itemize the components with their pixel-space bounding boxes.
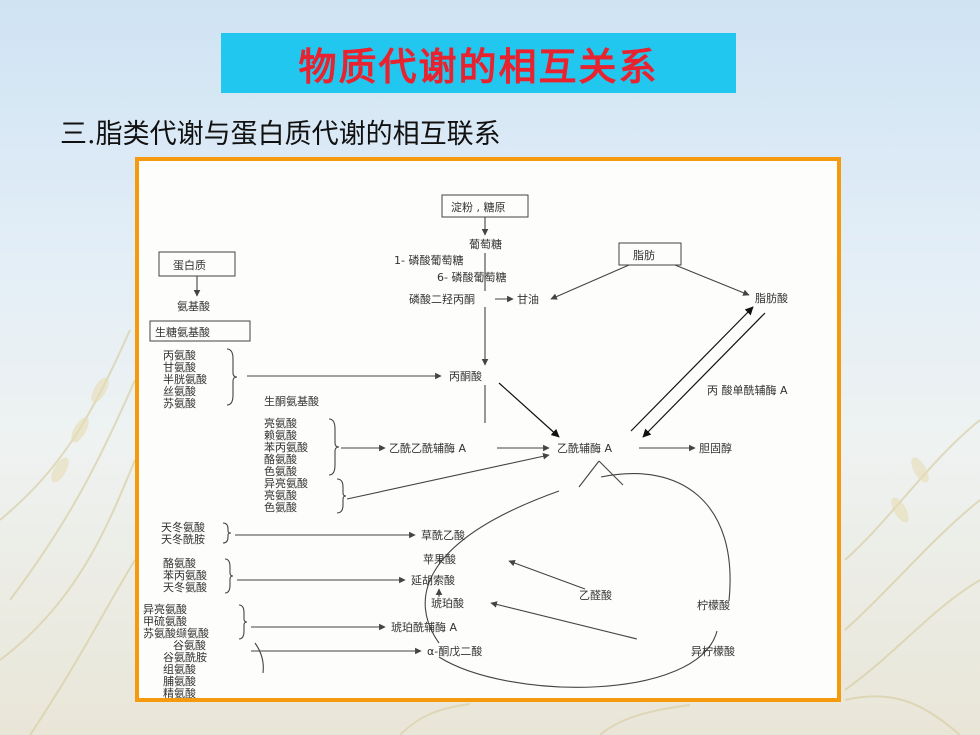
group7-item: 精氨酸 — [163, 686, 196, 698]
starch-label: 淀粉 , 糖原 — [451, 200, 506, 214]
metabolism-diagram: 淀粉 , 糖原 葡萄糖 1- 磷酸葡萄糖 6- 磷酸葡萄糖 磷酸二羟丙酮 甘油 … — [143, 194, 788, 698]
g1p-label: 1- 磷酸葡萄糖 — [394, 253, 463, 267]
group1-item: 丝氨酸 — [163, 384, 196, 398]
group5: 酪氨酸 苯丙氨酸 天冬氨酸 — [163, 556, 234, 594]
slide-subtitle: 三.脂类代谢与蛋白质代谢的相互联系 — [60, 119, 501, 150]
group1-item: 甘氨酸 — [163, 360, 196, 374]
aminoacid-label: 氨基酸 — [177, 299, 210, 313]
ketogenic-label: 生酮氨基酸 — [264, 394, 319, 408]
glucogenic-box — [149, 320, 251, 342]
arrow-fat-fattyacid — [674, 264, 750, 296]
oxaloacetate-label: 草酰乙酸 — [421, 528, 465, 542]
group3-item: 异亮氨酸 — [264, 476, 308, 490]
group7: 谷氨酸 谷氨酰胺 组氨酸 脯氨酸 精氨酸 — [163, 638, 264, 698]
group7-item: 谷氨酰胺 — [163, 650, 207, 664]
succinylcoa-label: 琥珀酰辅酶 A — [391, 620, 457, 634]
isocitrate-label: 异柠檬酸 — [691, 644, 735, 658]
group2-item: 亮氨酸 — [264, 416, 297, 430]
malonyl-label: 丙 酸单酰辅酶 A — [707, 383, 788, 397]
line-acetylcoa-cycle2 — [598, 460, 624, 486]
group6: 异亮氨酸 甲硫氨酸 苏氨酸缬氨酸 — [143, 602, 248, 640]
acetylcoa-label: 乙酰辅酶 A — [557, 441, 612, 455]
brace — [224, 558, 234, 594]
fumarate-label: 延胡索酸 — [411, 573, 455, 587]
arrow-isocitrate-succinate — [490, 601, 638, 640]
glycerol-label: 甘油 — [517, 292, 539, 306]
cholesterol-label: 胆固醇 — [699, 441, 732, 455]
brace — [328, 418, 340, 476]
group4-item: 天冬氨酸 — [161, 520, 205, 534]
acetoacetyl-label: 乙酰乙酰辅酶 A — [389, 441, 466, 455]
group3-item: 色氨酸 — [264, 500, 297, 514]
group4-item: 天冬酰胺 — [161, 532, 205, 546]
group7-item: 谷氨酸 — [173, 638, 206, 652]
cycle-arc-bottom — [438, 630, 718, 688]
group5-item: 苯丙氨酸 — [163, 568, 207, 582]
arrow-pyruvate-acetylcoa — [498, 382, 560, 438]
brace — [226, 348, 238, 406]
slide-title: 物质代谢的相互关系 — [298, 43, 659, 89]
fat-box — [618, 242, 682, 266]
group1-item: 半胱氨酸 — [163, 372, 207, 386]
group2-item: 色氨酸 — [264, 464, 297, 478]
diagram-frame: 淀粉 , 糖原 葡萄糖 1- 磷酸葡萄糖 6- 磷酸葡萄糖 磷酸二羟丙酮 甘油 … — [135, 157, 841, 702]
glucose-label: 葡萄糖 — [469, 237, 502, 251]
citrate-label: 柠檬酸 — [697, 598, 730, 612]
dhap-label: 磷酸二羟丙酮 — [409, 292, 475, 306]
akg-label: α-酮戊二酸 — [427, 644, 482, 658]
group6-item: 苏氨酸缬氨酸 — [143, 626, 209, 640]
group3: 异亮氨酸 亮氨酸 色氨酸 — [264, 476, 347, 514]
group6-item: 甲硫氨酸 — [143, 614, 187, 628]
title-banner: 物质代谢的相互关系 — [221, 33, 736, 93]
protein-label: 蛋白质 — [173, 258, 206, 272]
group6-item: 异亮氨酸 — [143, 602, 187, 616]
arrow-fat-glycerol — [550, 264, 630, 300]
cycle-arc-right — [600, 473, 731, 602]
brace — [238, 604, 248, 640]
arrow-group3-acetylcoa — [346, 453, 550, 500]
fat-label: 脂肪 — [633, 248, 655, 262]
g6p-label: 6- 磷酸葡萄糖 — [437, 270, 506, 284]
group1: 丙氨酸 甘氨酸 半胱氨酸 丝氨酸 苏氨酸 — [163, 348, 238, 410]
group7-item: 脯氨酸 — [163, 674, 196, 688]
malate-label: 苹果酸 — [423, 552, 456, 566]
succinate-label: 琥珀酸 — [431, 596, 464, 610]
group2-item: 赖氨酸 — [264, 428, 297, 442]
pyruvate-label: 丙酮酸 — [449, 369, 482, 383]
group2-item: 苯丙氨酸 — [264, 440, 308, 454]
arrow-glyoxylate-malate — [508, 559, 586, 590]
group2-item: 酪氨酸 — [264, 452, 297, 466]
arrow-acetylcoa-fattyacid — [630, 306, 754, 432]
group1-item: 丙氨酸 — [163, 348, 196, 362]
group5-item: 天冬氨酸 — [163, 580, 207, 594]
brace — [222, 522, 232, 544]
group4: 天冬氨酸 天冬酰胺 — [161, 520, 232, 546]
glucogenic-label: 生糖氨基酸 — [155, 325, 210, 339]
arrow-fattyacid-acetylcoa — [642, 312, 766, 438]
line-acetylcoa-cycle — [578, 460, 600, 488]
fattyacid-label: 脂肪酸 — [755, 291, 788, 305]
group1-item: 苏氨酸 — [163, 396, 196, 410]
group7-item: 组氨酸 — [163, 662, 196, 676]
glyoxylate-label: 乙醛酸 — [579, 588, 612, 602]
group2: 亮氨酸 赖氨酸 苯丙氨酸 酪氨酸 色氨酸 — [264, 416, 340, 478]
brace — [254, 642, 264, 674]
brace — [336, 478, 347, 514]
cycle-arc-left — [424, 490, 560, 644]
group3-item: 亮氨酸 — [264, 488, 297, 502]
group5-item: 酪氨酸 — [163, 556, 196, 570]
